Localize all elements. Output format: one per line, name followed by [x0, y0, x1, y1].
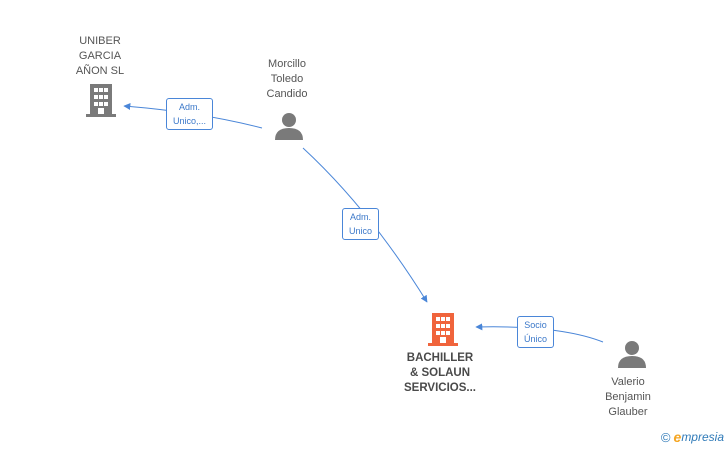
copyright-icon: © — [660, 429, 671, 445]
brand-logo-e: e — [673, 429, 682, 445]
node-label-uniber[interactable]: UNIBER GARCIA AÑON SL — [75, 35, 125, 77]
node-label-valerio[interactable]: Valerio Benjamin Glauber — [605, 376, 651, 418]
brand-name: mpresia — [681, 430, 724, 444]
person-icon[interactable] — [275, 113, 303, 140]
building-icon-main[interactable] — [428, 313, 458, 346]
node-label-morcillo[interactable]: Morcillo Toledo Candido — [266, 58, 308, 100]
edge-label-adm-unico[interactable]: Adm. Unico — [342, 208, 380, 240]
node-label-bachiller[interactable]: BACHILLER & SOLAUN SERVICIOS... — [403, 352, 476, 394]
building-icon[interactable] — [86, 84, 116, 117]
edge-label-adm-unico-etc[interactable]: Adm. Unico,... — [166, 98, 214, 130]
edge-label-socio-unico[interactable]: Socio Único — [517, 316, 555, 348]
person-icon[interactable] — [618, 341, 646, 368]
